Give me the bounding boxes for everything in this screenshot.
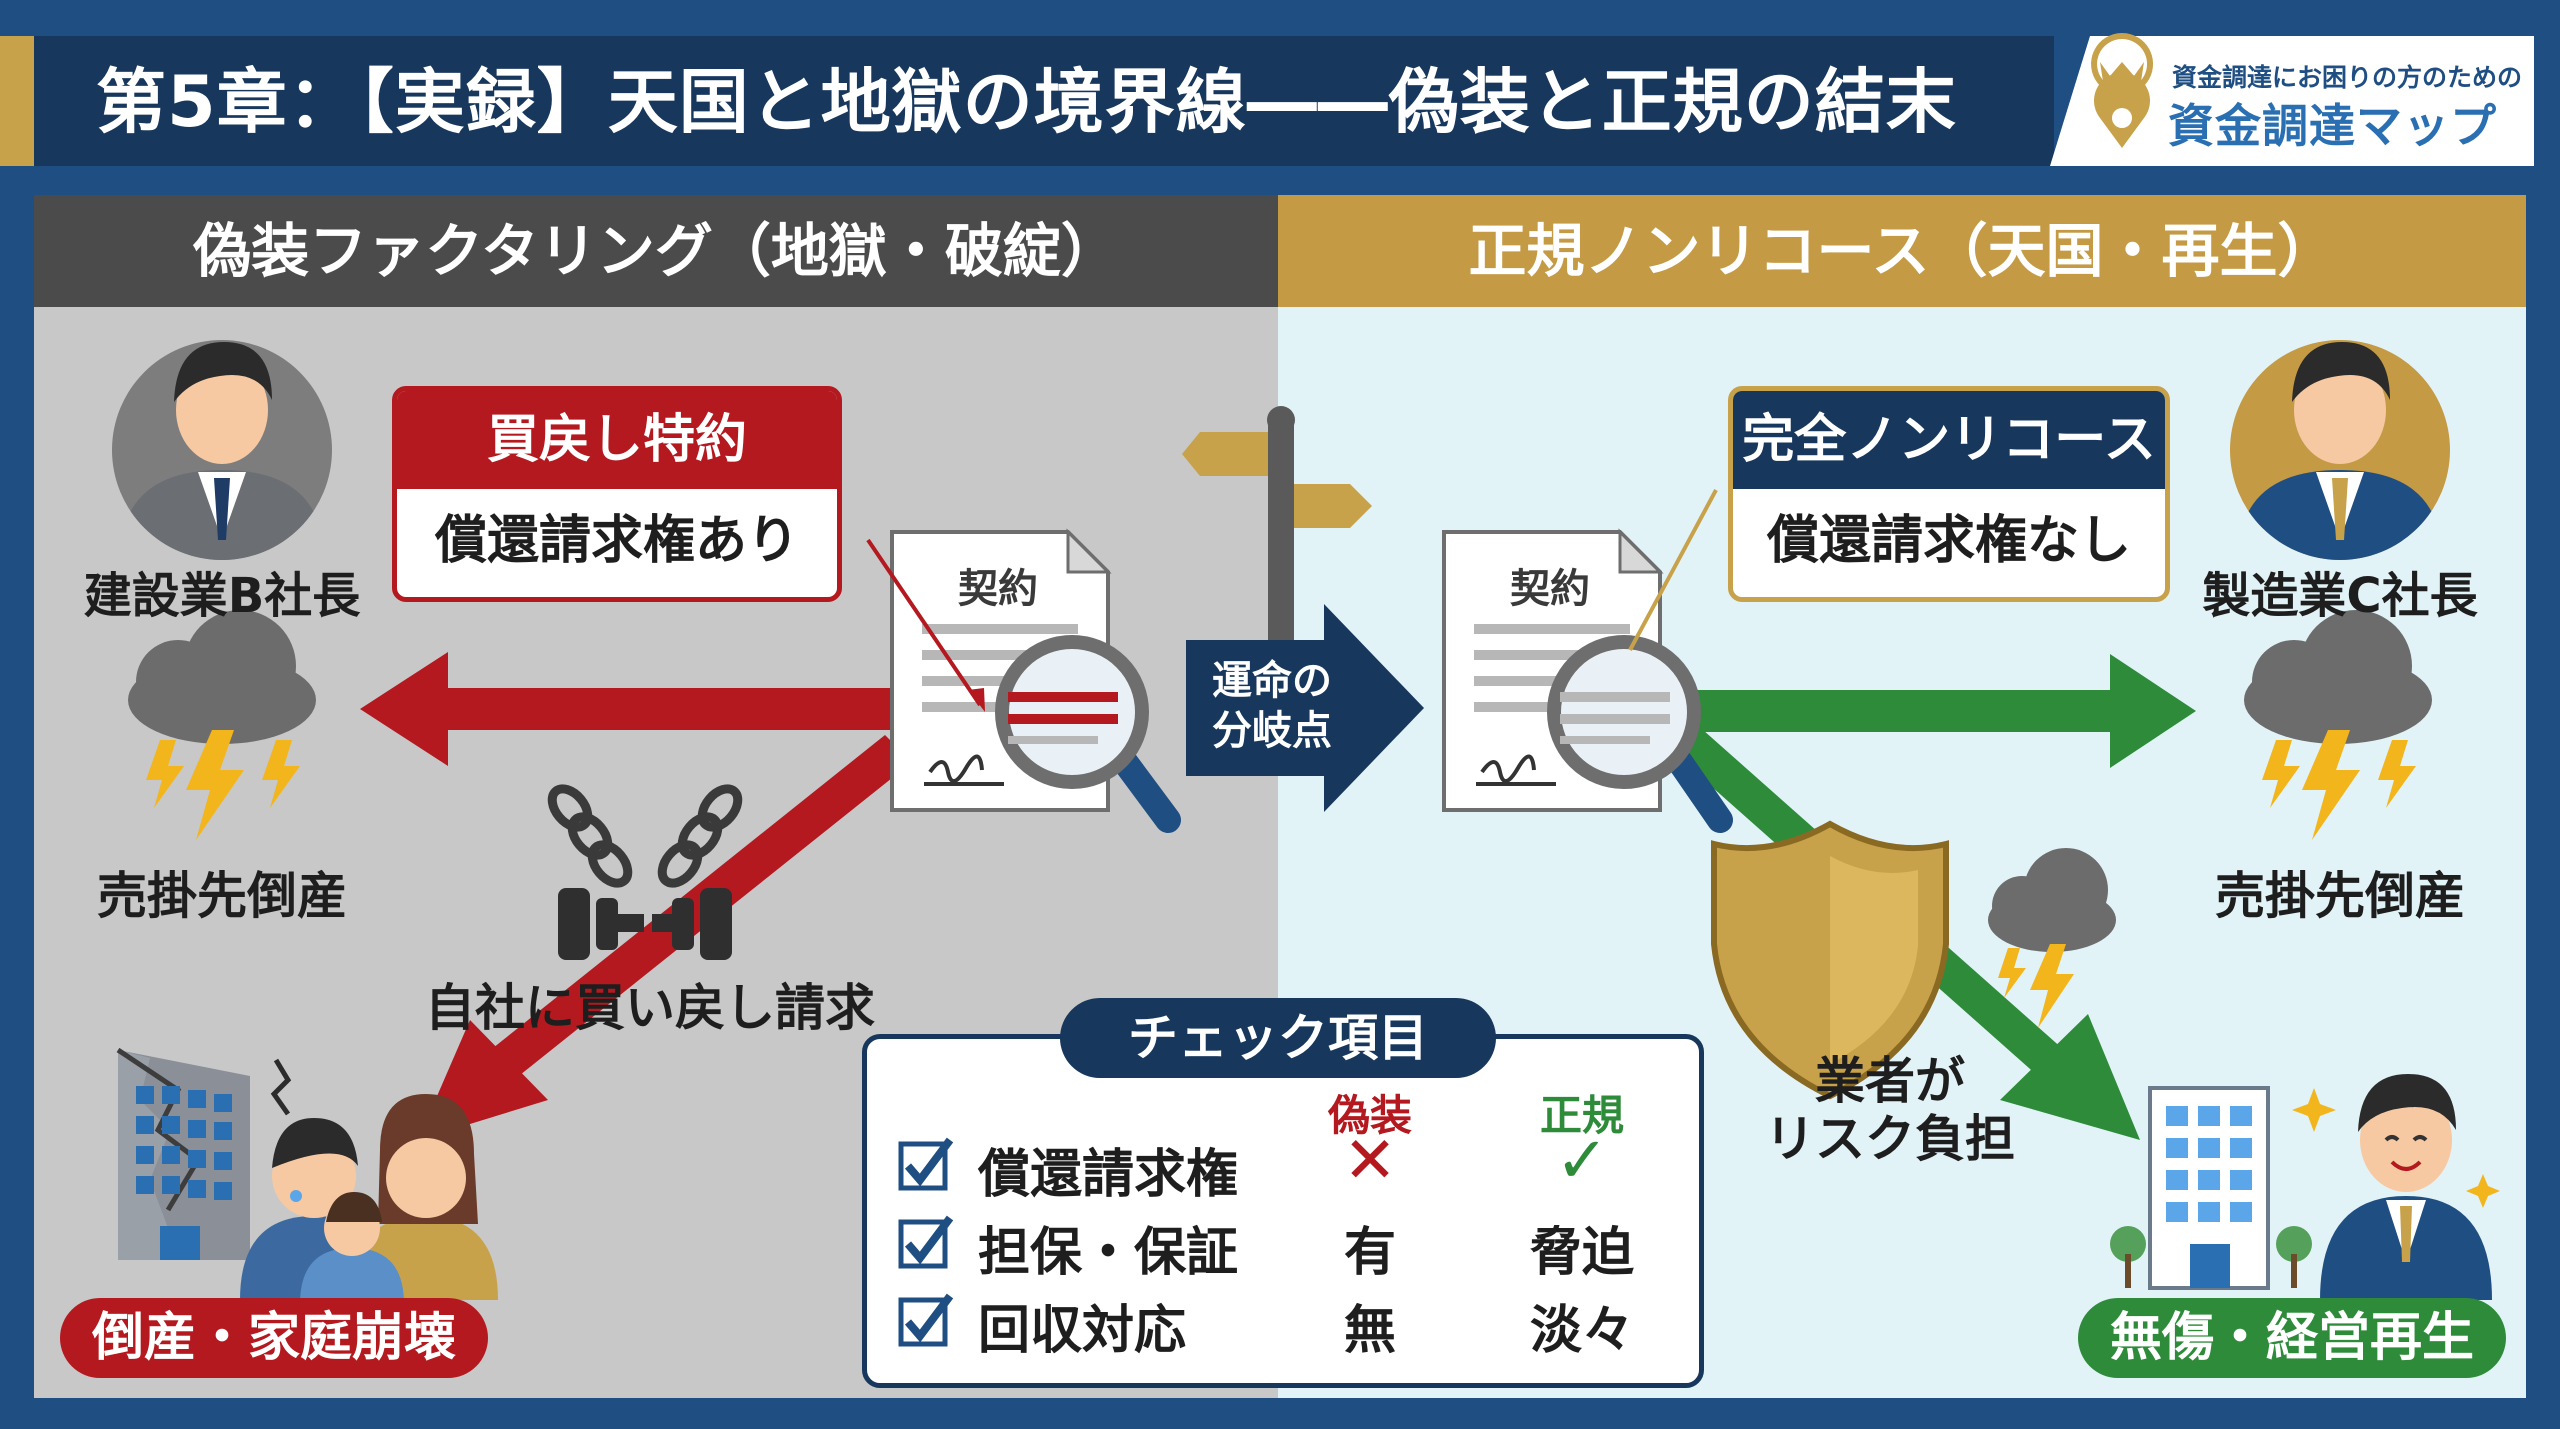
checklist-row-label: 償還請求権 [978, 1145, 1239, 1205]
title-box [34, 36, 2054, 166]
left-callout-body: 償還請求権あり [434, 511, 799, 571]
broken-chain-icon [547, 784, 743, 888]
logo-icon [2091, 33, 2154, 148]
checklist-row-label: 回収対応 [978, 1301, 1187, 1361]
crossroad-label: 運命の 分岐点 [1212, 658, 1332, 754]
happy-man-icon [2320, 1074, 2492, 1300]
storm-cloud-right-icon [2244, 610, 2432, 840]
right-callout: 完全ノンリコース 償還請求権なし [1728, 386, 2170, 602]
right-band-title: 正規ノンリコース（天国・再生） [1468, 217, 2336, 285]
checkbox-checked-icon [898, 1215, 954, 1269]
left-callout: 買戻し特約 償還請求権あり [392, 386, 842, 602]
right-callout-body: 償還請求権なし [1766, 511, 2131, 571]
checklist-row-label: 担保・保証 [978, 1223, 1239, 1283]
crossroad-arrow [1186, 604, 1424, 812]
logo-subtitle: 資金調達にお困りの方のための [2172, 63, 2523, 92]
distressed-family-icon [240, 1094, 498, 1304]
left-band-title: 偽装ファクタリング（地獄・破綻） [193, 217, 1119, 285]
check-icon: ✓ [1555, 1124, 1609, 1198]
c-president-avatar [2230, 340, 2450, 560]
right-callout-title: 完全ノンリコース [1733, 391, 2165, 489]
right-band [1278, 195, 2526, 307]
c-president-label: 製造業C社長 [2202, 568, 2478, 624]
page-title: 第5章：【実録】天国と地獄の境界線――偽装と正規の結末 [96, 61, 1957, 143]
right-storm-label: 売掛先倒産 [2215, 867, 2465, 925]
callout-pointer-right [1628, 489, 1718, 651]
b-president-label: 建設業B社長 [83, 568, 361, 624]
checklist-col-fake: 偽装 [1327, 1091, 1412, 1140]
green-arrow-right [1660, 654, 2196, 768]
checklist-legit-value: 淡々 [1529, 1301, 1634, 1361]
checkbox-checked-icon [898, 1293, 954, 1347]
cross-icon: ✕ [1343, 1124, 1397, 1198]
storm-cloud-small-icon [1988, 848, 2116, 1028]
cracked-building-icon [116, 1047, 292, 1260]
left-callout-title: 買戻し特約 [397, 391, 837, 489]
callout-pointer-left [866, 538, 982, 707]
title-accent [0, 36, 34, 166]
contract-left-label: 契約 [958, 566, 1038, 612]
checklist-fake-value: 無 [1343, 1301, 1396, 1361]
right-result-badge: 無傷・経営再生 [2078, 1298, 2506, 1378]
left-storm-label: 売掛先倒産 [97, 867, 347, 925]
shield-label: 業者が リスク負担 [1765, 1052, 2015, 1168]
storm-cloud-left-icon [128, 610, 316, 840]
magnifier-right-icon [1547, 635, 1733, 833]
left-result-badge: 倒産・家庭崩壊 [60, 1298, 488, 1378]
shackle-icon [558, 888, 732, 960]
magnifier-left-icon [995, 635, 1181, 833]
left-band [34, 195, 1278, 307]
checklist-panel [862, 1034, 1704, 1388]
chain-label: 自社に買い戻し請求 [425, 979, 875, 1037]
b-president-avatar [112, 340, 332, 560]
contract-right-label: 契約 [1510, 566, 1590, 612]
shield-icon [1711, 820, 1949, 1100]
callout-pointer-left-tip [968, 688, 985, 712]
checklist-col-legit: 正規 [1539, 1091, 1624, 1140]
red-arrow-down [418, 735, 912, 1140]
checklist-fake-value: 有 [1343, 1223, 1396, 1283]
signpost-icon [1182, 406, 1372, 650]
logo-title: 資金調達マップ [2168, 99, 2497, 153]
healthy-building-icon [2110, 1086, 2500, 1290]
red-arrow-left [360, 652, 900, 766]
checkbox-checked-icon [898, 1137, 954, 1191]
checklist-title: チェック項目 [1060, 998, 1496, 1078]
checklist-legit-value: 脅迫 [1529, 1223, 1634, 1283]
